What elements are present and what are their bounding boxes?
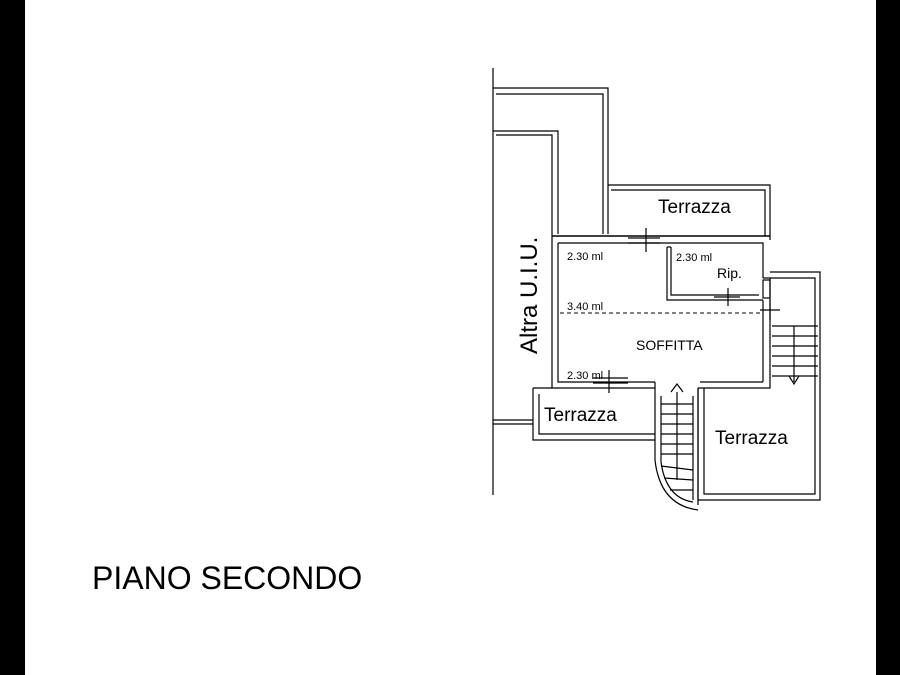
height-bottom-left: 2.30 ml (567, 370, 603, 382)
terrace-top-outline (608, 184, 771, 240)
terrace-top-label: Terrazza (658, 197, 731, 218)
floor-title: PIANO SECONDO (92, 560, 363, 596)
height-ridge: 3.40 ml (567, 301, 603, 313)
right-stair (697, 271, 821, 501)
height-top-left: 2.30 ml (567, 251, 603, 263)
height-storage: 2.30 ml (676, 252, 712, 264)
adjacent-unit-label: Altra U.I.U. (516, 237, 543, 354)
inner-stair (654, 382, 699, 511)
attic-label: SOFFITTA (636, 337, 703, 353)
terrace-right-label: Terrazza (715, 428, 788, 449)
terrace-left-label: Terrazza (544, 405, 617, 426)
storage-label: Rip. (717, 265, 742, 281)
terrace-left-outline (532, 370, 655, 441)
storage-walls (666, 246, 763, 306)
adjacent-unit-walls (492, 68, 609, 495)
drawing-sheet (25, 0, 876, 675)
attic-walls (551, 228, 771, 389)
right-door (760, 279, 780, 320)
